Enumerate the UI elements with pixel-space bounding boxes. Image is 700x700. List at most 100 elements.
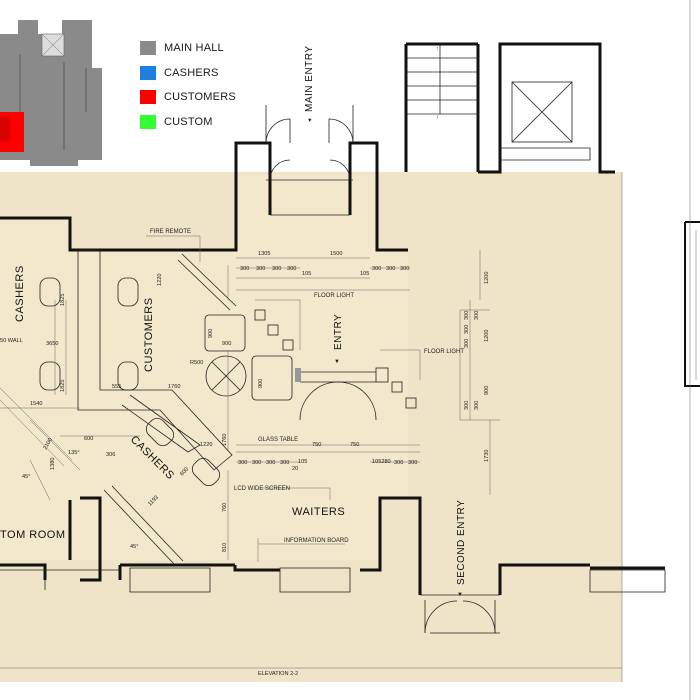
svg-text:300: 300: [372, 266, 381, 272]
svg-text:300: 300: [394, 460, 403, 466]
svg-text:300: 300: [474, 311, 480, 320]
dim-col-1: 300 300 300: [464, 311, 470, 348]
entry-arrow: ▼: [334, 359, 340, 365]
legend-swatch: [140, 115, 156, 130]
dim: 1220: [200, 442, 212, 448]
glass-doors: [299, 371, 377, 421]
entry-label: ENTRY: [333, 314, 344, 350]
dim: 900: [258, 379, 264, 388]
room-fill: [0, 175, 408, 560]
svg-text:300: 300: [287, 266, 296, 272]
glass-table-label: GLASS TABLE: [258, 437, 298, 443]
legend-item-cashers: CASHERS: [140, 61, 236, 86]
floor-light-label-2: FLOOR LIGHT: [424, 349, 464, 355]
dim: 1220: [157, 274, 163, 286]
angle-45b: 45°: [130, 544, 138, 550]
second-entry-label: SECOND ENTRY: [456, 500, 467, 585]
angle-135: 135°: [68, 450, 80, 456]
waiting-tables: [177, 253, 417, 409]
main-entry-label: MAIN ENTRY: [304, 46, 315, 113]
wall-note: 50 WALL: [0, 338, 23, 344]
cashers-left-label: CASHERS: [14, 265, 26, 322]
svg-text:300: 300: [464, 401, 470, 410]
legend-swatch: [140, 90, 156, 105]
dim-col-3: 300 300: [474, 311, 480, 410]
dim: 1825: [60, 380, 66, 392]
dim: 760: [222, 503, 228, 512]
second-entry-arrow: ▼: [457, 592, 463, 598]
dim: 105280: [372, 459, 391, 465]
dim: 1730: [484, 450, 490, 462]
dim: 105: [360, 271, 369, 277]
svg-text:300: 300: [256, 266, 265, 272]
legend-label: MAIN HALL: [164, 42, 224, 55]
dim: 600: [84, 436, 93, 442]
dim: 750: [312, 442, 321, 448]
walls: [0, 105, 666, 634]
dim-row-3: 300 300 300 300: [238, 460, 289, 466]
dim: 900: [222, 341, 231, 347]
dim: 105: [302, 271, 311, 277]
dim: 810: [222, 543, 228, 552]
svg-text:↑: ↑: [436, 46, 439, 52]
r500-label: R500: [190, 360, 203, 366]
svg-text:300: 300: [240, 266, 249, 272]
casher-counter: [0, 249, 233, 566]
dim-row-2: 300 300 300: [372, 266, 409, 272]
svg-text:300: 300: [464, 311, 470, 320]
right-outline: [684, 221, 700, 387]
dim: 1825: [60, 294, 66, 306]
dim-col-2: 300 900: [464, 386, 490, 410]
customers-label: CUSTOMERS: [143, 297, 155, 372]
legend-label: CUSTOM: [164, 116, 213, 129]
legend-label: CUSTOMERS: [164, 91, 236, 104]
elevation-label: ELEVATION 2-2: [258, 671, 298, 677]
dim: 1540: [30, 401, 42, 407]
second-entry-doors: [424, 600, 496, 634]
legend: MAIN HALL CASHERS CUSTOMERS CUSTOM: [140, 36, 236, 134]
legend-label: CASHERS: [164, 66, 219, 79]
svg-text:300: 300: [238, 460, 247, 466]
dim: 3650: [46, 341, 58, 347]
svg-text:300: 300: [400, 266, 409, 272]
svg-text:300: 300: [464, 339, 470, 348]
fire-remote-label: FIRE REMOTE: [150, 229, 191, 235]
dim: 900: [208, 329, 214, 338]
svg-text:300: 300: [272, 266, 281, 272]
svg-text:300: 300: [266, 460, 275, 466]
floor-light-label-1: FLOOR LIGHT: [314, 293, 354, 299]
dim: 20: [292, 466, 298, 472]
info-board-label: INFORMATION BOARD: [284, 538, 349, 544]
lcd-label: LCD WIDE SCREEN: [234, 486, 290, 492]
svg-text:300: 300: [252, 460, 261, 466]
dim-row-1: 300 300 300 300: [240, 266, 296, 272]
dim: 750: [350, 442, 359, 448]
legend-item-custom: CUSTOM: [140, 110, 236, 135]
elevator-stair-block: ↑ ↓: [404, 42, 615, 174]
dim: 1305: [258, 251, 270, 257]
main-entry-arrow: ▼: [307, 118, 313, 124]
waiters-label: WAITERS: [292, 506, 345, 518]
svg-text:300: 300: [408, 460, 417, 466]
main-entry-doors: [265, 118, 354, 181]
dim-row-4: 300 300: [394, 460, 417, 466]
dim: 306: [106, 452, 115, 458]
legend-swatch: [140, 65, 156, 80]
svg-text:↓: ↓: [436, 114, 439, 120]
dim: 1760: [222, 434, 228, 446]
dimension-lines: [0, 235, 622, 669]
svg-text:300: 300: [464, 325, 470, 334]
svg-text:900: 900: [484, 386, 490, 395]
dim: 1380: [50, 458, 56, 470]
dim: 1760: [168, 384, 180, 390]
svg-text:300: 300: [474, 401, 480, 410]
custom-room-label: TOM ROOM: [0, 529, 66, 541]
angle-45a: 45°: [22, 474, 30, 480]
dim: 600: [179, 467, 190, 478]
svg-text:300: 300: [280, 460, 289, 466]
legend-item-main-hall: MAIN HALL: [140, 36, 236, 61]
dim: 2100: [43, 437, 54, 451]
dim: 1200: [484, 330, 490, 342]
dim: 1200: [484, 272, 490, 284]
